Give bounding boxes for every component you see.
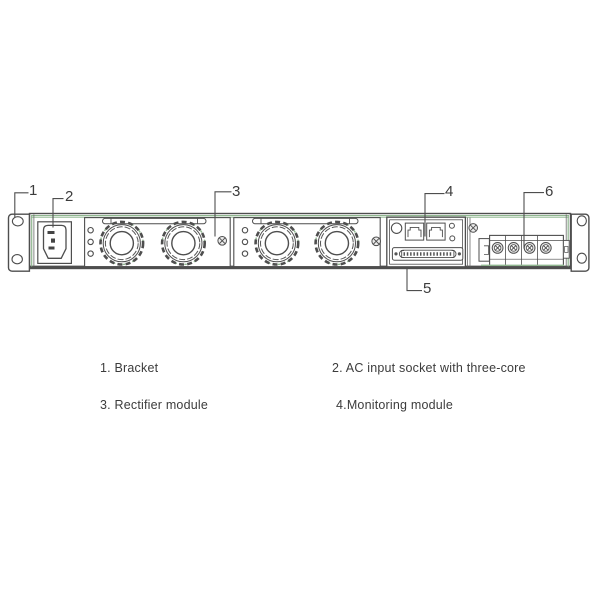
screw-icon bbox=[371, 236, 381, 247]
mounting-hole bbox=[11, 254, 23, 265]
terminal-screw-icon bbox=[507, 242, 520, 254]
communication-connector bbox=[391, 247, 464, 261]
left-bracket bbox=[7, 213, 31, 272]
monitoring-module bbox=[386, 216, 467, 268]
socket-pin bbox=[51, 238, 55, 243]
led-indicator bbox=[87, 250, 94, 257]
right-bracket bbox=[570, 213, 590, 272]
indicator-hole bbox=[448, 222, 455, 229]
socket-pin bbox=[47, 231, 55, 234]
screw-icon bbox=[468, 223, 478, 233]
terminal-screw-icon bbox=[523, 242, 536, 254]
callout-number-3: 3 bbox=[232, 183, 241, 200]
terminal-screw-icon bbox=[491, 242, 504, 254]
legend-item-bracket: 1. Bracket bbox=[100, 361, 159, 375]
ac-input-socket bbox=[37, 221, 72, 265]
rectifier-module-2 bbox=[233, 217, 381, 268]
rj45-port bbox=[426, 222, 446, 241]
mounting-hole bbox=[11, 216, 24, 227]
callout-lines bbox=[14, 191, 544, 292]
callout-line-2 bbox=[52, 198, 64, 228]
led-indicator bbox=[87, 226, 94, 234]
callout-number-4: 4 bbox=[445, 183, 454, 200]
legend-item-monitoring-module: 4.Monitoring module bbox=[336, 398, 454, 412]
screw-icon bbox=[217, 236, 227, 246]
callout-number-2: 2 bbox=[65, 188, 74, 205]
module-hole bbox=[390, 222, 403, 234]
rj45-port bbox=[404, 222, 425, 241]
module-handle bbox=[102, 217, 207, 225]
callout-line-4 bbox=[424, 193, 445, 237]
legend-item-rectifier-module: 3. Rectifier module bbox=[100, 398, 209, 412]
callout-line-6 bbox=[523, 192, 544, 249]
mounting-hole bbox=[576, 252, 587, 264]
led-indicator bbox=[241, 226, 249, 234]
led-indicator bbox=[241, 238, 249, 246]
callout-number-6: 6 bbox=[545, 183, 554, 200]
callout-number-5: 5 bbox=[423, 280, 432, 297]
rectifier-module-1 bbox=[84, 217, 231, 268]
indicator-hole bbox=[449, 235, 456, 242]
callout-number-1: 1 bbox=[29, 182, 38, 199]
callout-line-3 bbox=[214, 191, 232, 237]
mounting-hole bbox=[576, 215, 587, 227]
terminal-screw-icon bbox=[539, 242, 552, 254]
legend-item-ac-input-socket: 2. AC input socket with three-core bbox=[332, 361, 526, 375]
led-indicator bbox=[241, 250, 249, 257]
callout-line-5 bbox=[406, 268, 422, 292]
led-indicator bbox=[87, 238, 94, 246]
socket-pin bbox=[48, 246, 55, 250]
callout-line-1 bbox=[14, 192, 29, 218]
terminal-block bbox=[478, 234, 570, 268]
